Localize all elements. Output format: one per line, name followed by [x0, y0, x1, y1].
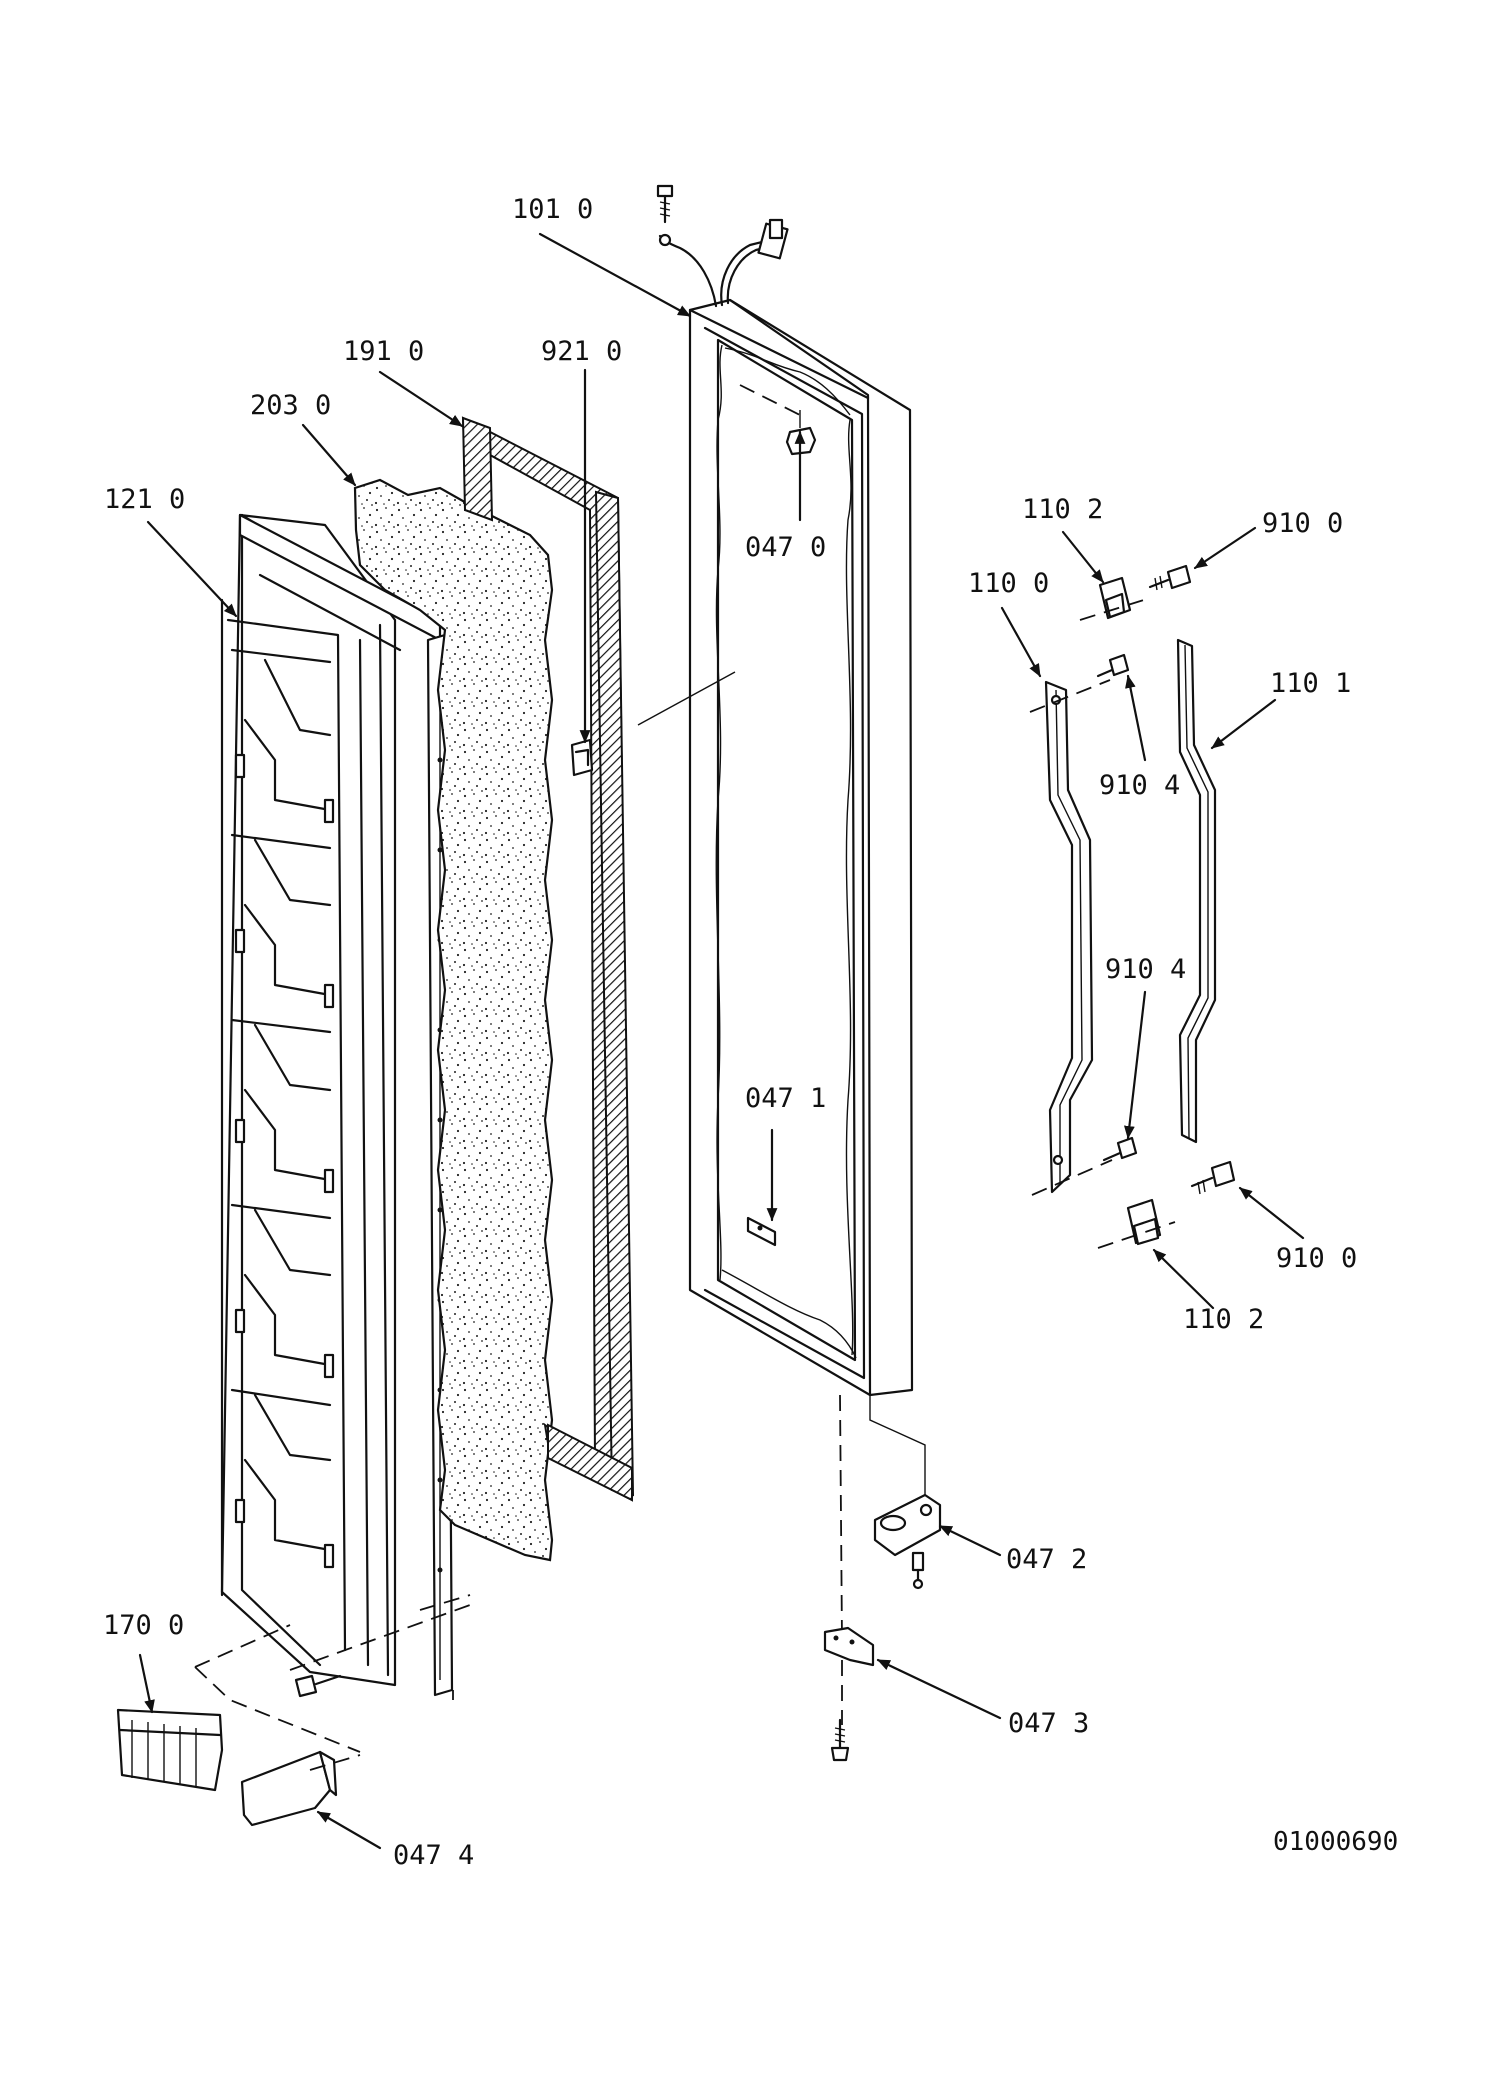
callout-121: 121 0 [104, 484, 185, 515]
callout-110-2-upper: 110 2 [1022, 494, 1103, 525]
callout-110-0: 110 0 [968, 568, 1049, 599]
callout-047-0: 047 0 [745, 532, 826, 563]
bracket-screw-upper [1148, 564, 1192, 591]
foam-insulation-part [353, 478, 554, 1562]
gasket-clip-leader [637, 671, 736, 726]
door-hinge-part [873, 1493, 942, 1590]
bottom-screw-part [294, 1674, 342, 1698]
door-gasket-bottom-strip [547, 1423, 633, 1502]
hinge-bracket-part [823, 1626, 875, 1725]
handle-bracket-upper [1079, 576, 1151, 621]
callout-910-4-upper: 910 4 [1099, 770, 1180, 801]
callout-203: 203 0 [250, 390, 331, 421]
handle-screw-upper [1096, 653, 1130, 678]
callout-leaders [138, 232, 1305, 1850]
callout-191: 191 0 [343, 336, 424, 367]
door-gasket-left-strip [461, 416, 494, 522]
callout-047-3: 047 3 [1008, 1708, 1089, 1739]
gasket-clip-part [570, 738, 594, 777]
callout-921: 921 0 [541, 336, 622, 367]
callout-110-1: 110 1 [1270, 668, 1351, 699]
handle-bracket-lower [1097, 1198, 1176, 1249]
wiring-harness [658, 218, 789, 308]
callout-047-1: 047 1 [745, 1083, 826, 1114]
bottom-cover-part [240, 1750, 361, 1827]
callout-101: 101 0 [512, 194, 593, 225]
door-handle-part [1029, 679, 1113, 1196]
callout-170: 170 0 [103, 1610, 184, 1641]
callout-047-4: 047 4 [393, 1840, 474, 1871]
handle-screw-lower [1102, 1136, 1138, 1162]
callout-910-0-upper: 910 0 [1262, 508, 1343, 539]
toe-grille-part [116, 1708, 224, 1792]
callout-047-2: 047 2 [1006, 1544, 1087, 1575]
hinge-connection-line [869, 1395, 926, 1495]
callout-labels: 101 0 191 0 921 0 203 0 121 0 047 0 110 … [103, 194, 1398, 1871]
bracket-screw-lower [1190, 1160, 1236, 1195]
outer-door-panel-part [656, 184, 914, 1397]
callout-910-4-lower: 910 4 [1105, 954, 1186, 985]
door-clip-part [746, 1216, 777, 1247]
callout-110-2-lower: 110 2 [1183, 1304, 1264, 1335]
document-id: 01000690 [1273, 1827, 1398, 1857]
bottom-assembly-lines [194, 1594, 471, 1753]
handle-trim-part [1176, 638, 1217, 1144]
hinge-axis-line [839, 1394, 843, 1641]
top-screw [656, 184, 674, 247]
hinge-screw-part [830, 1718, 850, 1762]
liner-shelf-bays [230, 648, 335, 1569]
door-liner-part [220, 513, 454, 1697]
callout-910-0-lower: 910 0 [1276, 1243, 1357, 1274]
